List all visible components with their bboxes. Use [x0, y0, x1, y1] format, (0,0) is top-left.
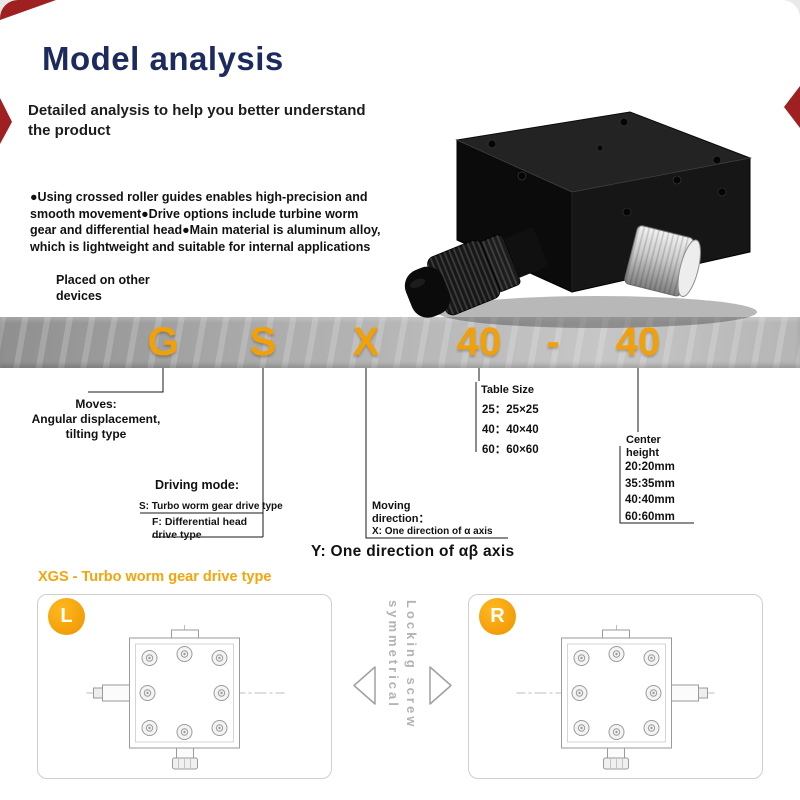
decor-triangle [784, 86, 800, 128]
callout-table-size-title: Table Size [481, 384, 534, 396]
badge-left: L [48, 598, 85, 635]
badge-right: R [479, 598, 516, 635]
model-code-height: 40 [615, 320, 661, 364]
table-size-row: 25：25×25 [482, 404, 539, 416]
screw-holes [487, 117, 727, 217]
callout-moving-title: Moving direction： [372, 500, 430, 525]
silver-knob [624, 225, 701, 298]
feature-bullets-text: ●Using crossed roller guides enables hig… [30, 190, 381, 254]
decor-triangle [0, 0, 56, 20]
stage-technical-drawing [86, 624, 284, 770]
callout-moves-body: Angular displacement, tilting type [31, 412, 161, 441]
model-code-S: S [249, 320, 277, 364]
model-code-dash: - [546, 320, 560, 364]
model-code-G: G [147, 320, 179, 364]
center-height-row: 35:35mm [625, 477, 675, 490]
product-photo-stage [404, 111, 757, 328]
section-heading: XGS - Turbo worm gear drive type [38, 569, 272, 585]
drawing-side-shaft [670, 684, 708, 702]
placed-on-devices-note: Placed on other devices [56, 273, 150, 303]
arrow-left-icon [353, 666, 376, 705]
model-code-X: X [352, 320, 380, 364]
stage-shadow [437, 296, 757, 328]
drawing-bottom-knob [602, 747, 629, 770]
center-height-row: 40:40mm [625, 494, 675, 506]
callout-moves-title: Moves: [75, 397, 117, 411]
drawing-bottom-knob [171, 747, 198, 770]
callout-driving-option-f: F: Differential head drive type [152, 516, 248, 541]
arrow-right-icon [429, 666, 452, 705]
page-subtitle: Detailed analysis to help you better und… [28, 102, 366, 139]
drawing-panel-right: R [468, 594, 763, 779]
drawing-screws [571, 645, 661, 740]
model-code-band [0, 317, 800, 368]
locking-screw-note: Locking screw symmetrical [386, 600, 419, 730]
table-size-row: 60：60×60 [482, 444, 539, 456]
callout-moving-y: Y: One direction of αβ axis [311, 543, 515, 560]
drawing-side-shaft [92, 684, 130, 702]
center-height-row: 20:20mm [625, 461, 675, 473]
callout-center-height-rows: 20:20mm 35:35mm 40:40mm 60:60mm [625, 459, 675, 525]
callout-driving-option-s: S: Turbo worm gear drive type [139, 501, 283, 512]
callout-table-size-rows: 25：25×25 40：40×40 60：60×60 [482, 400, 539, 460]
model-code-size: 40 [456, 320, 502, 364]
page-title: Model analysis [42, 40, 284, 77]
drawing-panel-left: L [37, 594, 332, 779]
center-height-row: 60:60mm [625, 510, 675, 523]
decor-triangle [0, 98, 12, 144]
callout-driving-title: Driving mode: [155, 478, 240, 492]
callout-moving-x: X: One direction of α axis [372, 526, 493, 537]
stage-technical-drawing [516, 624, 714, 770]
drawing-screws [139, 645, 229, 740]
table-size-row: 40：40×40 [482, 424, 539, 436]
callout-center-height-title: Center height [626, 434, 661, 459]
black-knob [404, 227, 549, 318]
